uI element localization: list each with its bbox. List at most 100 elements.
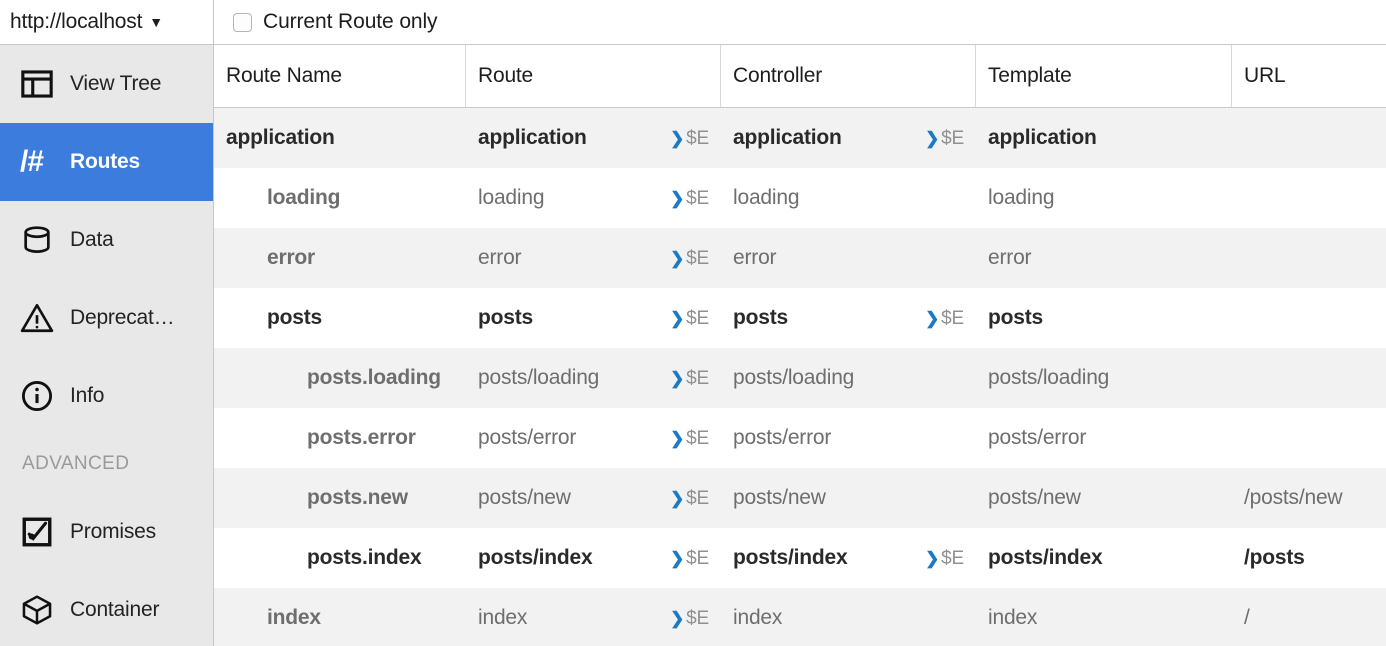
sidebar-item-routes[interactable]: /# Routes [0, 123, 213, 201]
send-to-console-label: $E [686, 547, 709, 569]
cell-controller-text: posts/new [733, 486, 826, 509]
cell-route-name: posts.loading [307, 366, 441, 389]
cell-url [1232, 108, 1386, 168]
send-to-console-button[interactable]: ❯$E [670, 429, 709, 448]
chevron-right-icon: ❯ [670, 608, 685, 628]
send-to-console-button[interactable]: ❯$E [670, 549, 709, 568]
cell-controller: posts/index ❯$E [721, 528, 976, 588]
cell-route-text: posts [478, 306, 534, 329]
chevron-right-icon: ❯ [670, 248, 685, 268]
cell-controller-text: index [733, 606, 783, 629]
cell-route-name: posts.new [307, 486, 408, 509]
cell-route: posts/new❯$E [466, 468, 721, 528]
sidebar-item-data[interactable]: Data [0, 201, 213, 279]
column-header-template[interactable]: Template [976, 45, 1232, 107]
app-picker-dropdown[interactable]: http://localhost ▼ [0, 0, 214, 44]
cell-route: posts/index ❯$E [466, 528, 721, 588]
send-to-console-button[interactable]: ❯$E [925, 549, 964, 568]
cell-url [1232, 288, 1386, 348]
chevron-down-icon: ▼ [149, 14, 164, 30]
cell-url: / [1244, 606, 1250, 629]
routes-table: Route Name Route Controller Template URL… [214, 45, 1386, 646]
sidebar-item-info[interactable]: Info [0, 357, 213, 435]
send-to-console-label: $E [941, 307, 964, 329]
column-header-route-name[interactable]: Route Name [214, 45, 466, 107]
sidebar-item-label: Promises [70, 520, 156, 543]
cell-route-text: index [478, 606, 528, 629]
sidebar-item-view-tree[interactable]: View Tree [0, 45, 213, 123]
send-to-console-button[interactable]: ❯$E [670, 129, 709, 148]
database-icon [20, 222, 56, 258]
body: View Tree /# Routes Data [0, 45, 1386, 646]
column-header-controller[interactable]: Controller [721, 45, 976, 107]
cell-controller: error❯$E [721, 228, 976, 288]
send-to-console-label: $E [941, 127, 964, 149]
current-route-only-checkbox[interactable] [233, 12, 252, 32]
sidebar-item-deprecations[interactable]: Deprecat… [0, 279, 213, 357]
cell-controller-text: posts/error [733, 426, 832, 449]
sidebar-item-label: Data [70, 228, 114, 251]
cell-template-text: posts/new [988, 486, 1081, 509]
cell-template: loading [976, 168, 1232, 228]
sidebar-item-container[interactable]: Container [0, 571, 213, 646]
cell-controller: application ❯$E [721, 108, 976, 168]
column-header-route[interactable]: Route [466, 45, 721, 107]
column-header-url[interactable]: URL [1244, 64, 1286, 87]
cell-route-name: application [226, 126, 335, 149]
chevron-right-icon: ❯ [925, 548, 940, 568]
send-to-console-button[interactable]: ❯$E [670, 369, 709, 388]
cell-route-text: error [478, 246, 522, 269]
cell-route: application❯$E [466, 108, 721, 168]
cell-controller-text: posts/index [733, 546, 848, 569]
send-to-console-button[interactable]: ❯$E [670, 309, 709, 328]
send-to-console-button[interactable]: ❯$E [925, 129, 964, 148]
cell-route-name: posts.index [307, 546, 422, 569]
cell-route: index ❯$E [466, 588, 721, 646]
send-to-console-label: $E [686, 487, 709, 509]
table-header-row: Route Name Route Controller Template URL [214, 45, 1386, 108]
chevron-right-icon: ❯ [670, 488, 685, 508]
cell-route-name: posts [267, 306, 323, 329]
cell-controller-text: application [733, 126, 842, 149]
send-to-console-button[interactable]: ❯$E [670, 609, 709, 628]
send-to-console-label: $E [686, 187, 709, 209]
cell-template: posts/index [976, 528, 1232, 588]
cell-controller-text: posts/loading [733, 366, 855, 389]
cell-route: posts/loading❯$E [466, 348, 721, 408]
sidebar-item-label: Info [70, 384, 105, 407]
cell-template-text: posts [988, 306, 1044, 329]
sidebar-item-label: Deprecat… [70, 306, 175, 329]
chevron-right-icon: ❯ [670, 128, 685, 148]
send-to-console-button[interactable]: ❯$E [670, 249, 709, 268]
cell-controller: posts/loading❯$E [721, 348, 976, 408]
send-to-console-button[interactable]: ❯$E [670, 189, 709, 208]
chevron-right-icon: ❯ [670, 308, 685, 328]
current-route-only-label: Current Route only [263, 10, 438, 33]
sidebar-item-promises[interactable]: Promises [0, 493, 213, 571]
chevron-right-icon: ❯ [925, 128, 940, 148]
table-row[interactable]: posts.errorposts/error❯$Eposts/error❯$Ep… [214, 408, 1386, 468]
cell-route-name: index [267, 606, 321, 629]
chevron-right-icon: ❯ [670, 428, 685, 448]
sidebar-item-label: Container [70, 598, 160, 621]
sidebar-item-label: Routes [70, 150, 140, 173]
table-row[interactable]: posts.newposts/new❯$Eposts/new❯$Eposts/n… [214, 468, 1386, 528]
cell-template-text: loading [988, 186, 1055, 209]
cell-template: error [976, 228, 1232, 288]
cell-route-name: posts.error [307, 426, 416, 449]
send-to-console-button[interactable]: ❯$E [925, 309, 964, 328]
send-to-console-button[interactable]: ❯$E [670, 489, 709, 508]
current-route-only-toggle[interactable]: Current Route only [214, 0, 1386, 44]
cell-template: index [976, 588, 1232, 646]
cell-controller-text: posts [733, 306, 789, 329]
cell-route-text: posts/index [478, 546, 593, 569]
cell-controller: index❯$E [721, 588, 976, 646]
